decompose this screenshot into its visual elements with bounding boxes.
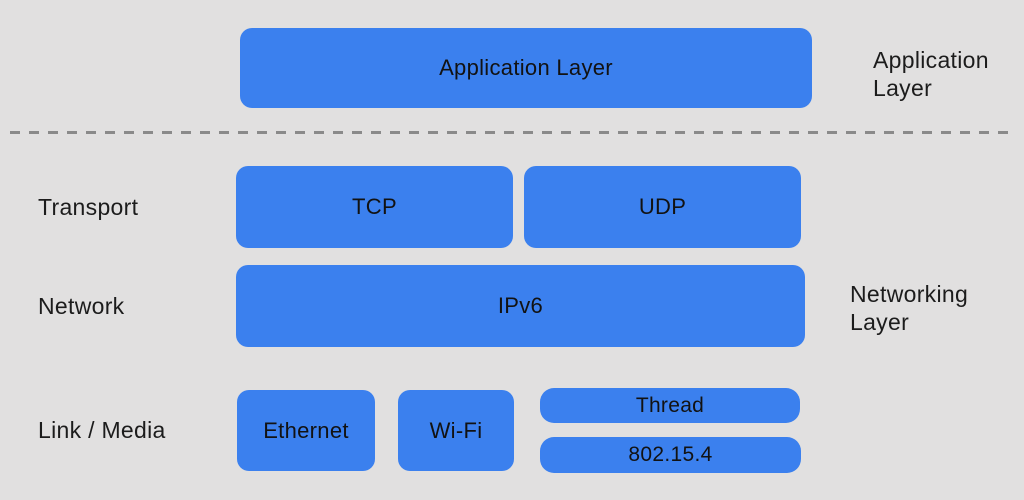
block-802-15-4: 802.15.4 [540, 437, 801, 473]
side-label-application-layer: Application Layer [873, 47, 989, 102]
row-label-link-media: Link / Media [38, 417, 166, 443]
block-application-layer: Application Layer [240, 28, 812, 108]
row-label-network: Network [38, 292, 125, 319]
block-ipv6: IPv6 [236, 265, 805, 347]
block-ethernet: Ethernet [237, 390, 375, 471]
row-label-transport: Transport [38, 193, 139, 220]
side-label-networking-layer: Networking Layer [850, 281, 969, 336]
layer-divider-dashed-line [10, 131, 1012, 134]
block-tcp: TCP [236, 166, 513, 248]
block-wifi: Wi-Fi [398, 390, 514, 471]
block-udp: UDP [524, 166, 801, 248]
block-thread: Thread [540, 388, 800, 423]
